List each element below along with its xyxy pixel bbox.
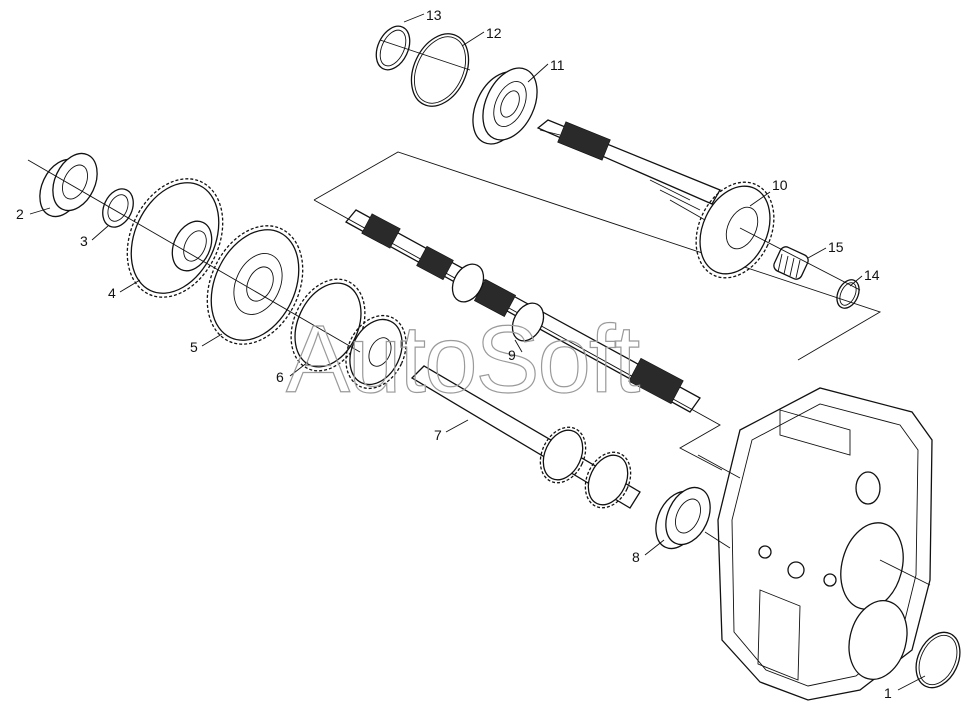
- part-6-gear-cluster: [290, 278, 407, 390]
- part-12-retaining-ring: [410, 33, 470, 107]
- assembly-axis-lines: [27, 39, 931, 586]
- callout-labels: 1 2 3 4 5 6 7 8 9 10 11 12 13 14 15: [16, 7, 892, 701]
- part-10-input-shaft: [536, 119, 775, 279]
- callout-14: 14: [864, 267, 880, 283]
- callout-5: 5: [190, 339, 198, 355]
- callout-12: 12: [486, 25, 502, 41]
- part-4-gear: [126, 178, 224, 298]
- part-5-gear: [206, 225, 304, 345]
- callout-2: 2: [16, 206, 24, 222]
- callout-10: 10: [772, 177, 788, 193]
- part-13-snap-ring: [375, 25, 411, 71]
- part-1-o-ring: [915, 631, 961, 689]
- callout-8: 8: [632, 549, 640, 565]
- callout-3: 3: [80, 233, 88, 249]
- callout-4: 4: [108, 285, 116, 301]
- part-9-main-shaft: [344, 209, 701, 413]
- callout-11: 11: [550, 57, 565, 73]
- part-3-washer: [102, 188, 134, 228]
- part-14-snap-ring: [836, 279, 860, 309]
- part-11-bearing: [472, 67, 538, 145]
- callout-7: 7: [434, 427, 442, 443]
- callout-13: 13: [426, 7, 442, 23]
- callout-15: 15: [828, 239, 844, 255]
- part-8-bearing: [655, 486, 711, 550]
- part-2-bearing: [39, 152, 98, 218]
- part-15-needle-bearing: [773, 246, 809, 280]
- watermark-text: AutoSoft: [286, 306, 640, 413]
- callout-1: 1: [884, 685, 892, 701]
- callout-9: 9: [508, 347, 516, 363]
- part-7-countershaft: [410, 365, 641, 509]
- leader-lines: [29, 13, 926, 691]
- callout-6: 6: [276, 369, 284, 385]
- transmission-housing: [717, 387, 933, 701]
